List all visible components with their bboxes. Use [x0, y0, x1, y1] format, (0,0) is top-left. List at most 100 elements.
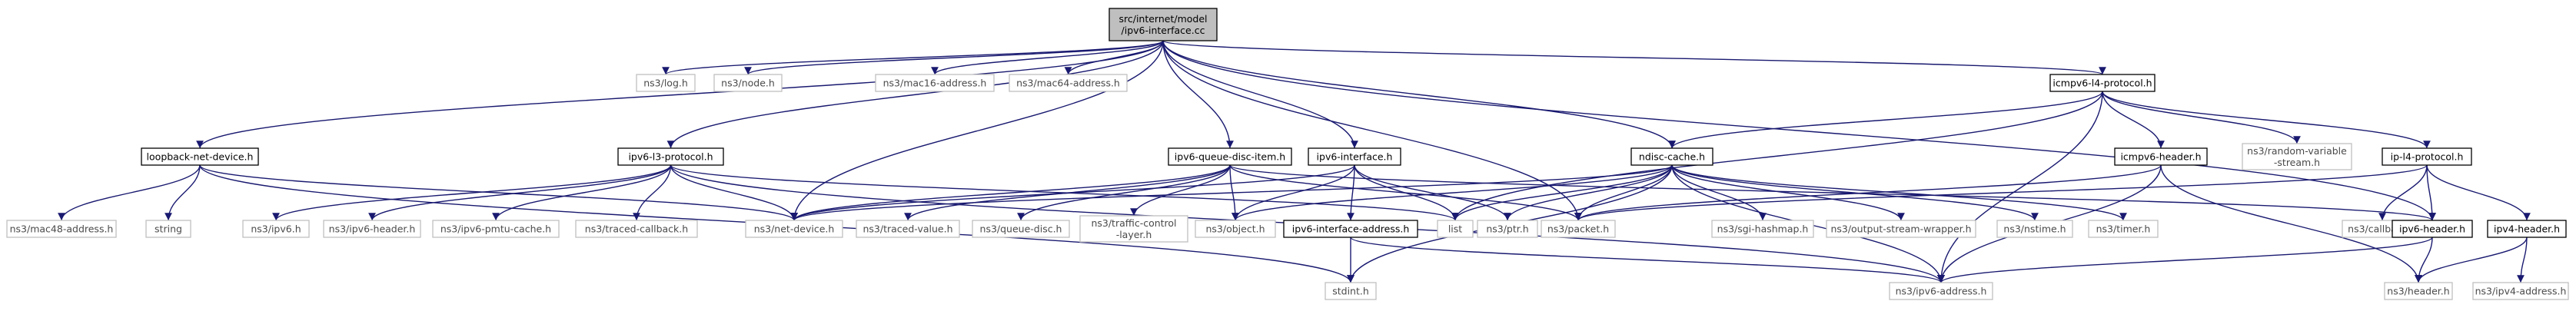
edge-icmpv6l4-to-ipl4 — [2102, 91, 2431, 149]
node-label: ns3/mac16-address.h — [883, 78, 987, 89]
node-box — [1308, 147, 1401, 166]
node-tracedval[interactable]: ns3/traced-value.h — [856, 220, 960, 238]
node-box — [713, 74, 783, 92]
node-label: ns3/traffic-control — [1091, 217, 1176, 229]
node-box — [2384, 282, 2453, 300]
node-ndisc[interactable]: ndisc-cache.h — [1630, 147, 1713, 166]
node-tracedcb[interactable]: ns3/traced-callback.h — [575, 220, 698, 238]
node-box — [2088, 220, 2159, 238]
node-box — [1283, 220, 1418, 238]
node-box — [323, 220, 421, 238]
node-root: src/internet/model/ipv6-interface.cc — [1109, 8, 1218, 41]
edge-ipl4-to-callback — [2378, 164, 2428, 221]
node-box — [1889, 282, 1993, 300]
edge-ipv6l3-to-list — [670, 164, 1459, 221]
node-box — [2114, 147, 2208, 166]
node-box — [617, 147, 724, 166]
node-ipv6header3[interactable]: ns3/ipv6-header.h — [323, 220, 421, 238]
node-box — [1195, 220, 1276, 238]
edge-ipv6header-to-header — [2415, 237, 2433, 283]
edge-root-to-icmpv6l4 — [1162, 40, 2106, 75]
edge-root-to-ndisc — [1162, 40, 1676, 149]
node-netdev[interactable]: ns3/net-device.h — [745, 220, 843, 238]
edge-root-to-ipv6header — [1162, 40, 2436, 221]
node-pmtu[interactable]: ns3/ipv6-pmtu-cache.h — [432, 220, 560, 238]
node-ptr[interactable]: ns3/ptr.h — [1477, 220, 1538, 238]
node-packet[interactable]: ns3/packet.h — [1541, 220, 1616, 238]
node-ipv4header[interactable]: ipv4-header.h — [2487, 220, 2567, 238]
node-mac16[interactable]: ns3/mac16-address.h — [875, 74, 995, 92]
node-timer[interactable]: ns3/timer.h — [2088, 220, 2159, 238]
node-nstime[interactable]: ns3/nstime.h — [1996, 220, 2073, 238]
node-label: ns3/nstime.h — [2003, 223, 2066, 235]
edge-loopback-to-netdev — [199, 164, 798, 221]
node-label: ns3/ipv6-pmtu-cache.h — [440, 223, 551, 235]
node-box — [432, 220, 560, 238]
node-string[interactable]: string — [145, 220, 191, 238]
node-header[interactable]: ns3/header.h — [2384, 282, 2453, 300]
node-oswrap[interactable]: ns3/output-stream-wrapper.h — [1826, 220, 1976, 238]
edge-ipv6if-to-ifaddr — [1347, 164, 1355, 221]
node-log[interactable]: ns3/log.h — [636, 74, 696, 92]
node-object[interactable]: ns3/object.h — [1195, 220, 1276, 238]
node-box — [575, 220, 698, 238]
edge-root-to-mac64 — [1064, 40, 1164, 75]
edge-ifaddr-to-ipv6addr — [1350, 237, 1945, 283]
edge-ipv6if-to-object — [1231, 164, 1355, 221]
node-ipv6h[interactable]: ns3/ipv6.h — [242, 220, 310, 238]
node-queuedisc[interactable]: ipv6-queue-disc-item.h — [1168, 147, 1292, 166]
node-label: ns3/packet.h — [1547, 223, 1609, 235]
edge-icmpv6l4-to-ipv6addr — [1937, 91, 2103, 283]
node-label: ns3/mac48-address.h — [10, 223, 114, 235]
node-label: ns3/output-stream-wrapper.h — [1830, 223, 1971, 235]
node-ipv4addr[interactable]: ns3/ipv4-address.h — [2472, 282, 2569, 300]
node-label: icmpv6-header.h — [2120, 151, 2201, 163]
node-box — [141, 147, 259, 166]
node-box — [1630, 147, 1713, 166]
edge-root-to-loopback — [196, 40, 1164, 149]
edge-ndisc-to-ptr — [1504, 164, 1673, 221]
node-box — [856, 220, 960, 238]
node-label: ns3/ipv6-header.h — [329, 223, 416, 235]
edge-ipl4-to-ipv4header — [2426, 164, 2531, 221]
edge-ipv6l3-to-ipv6h — [272, 164, 672, 221]
node-mac48[interactable]: ns3/mac48-address.h — [6, 220, 117, 238]
node-randvar[interactable]: ns3/random-variable-stream.h — [2242, 143, 2352, 170]
node-ipv6addr[interactable]: ns3/ipv6-address.h — [1889, 282, 1993, 300]
node-ipv6l3[interactable]: ipv6-l3-protocol.h — [617, 147, 724, 166]
edge-ipv4header-to-ipv4addr — [2517, 237, 2528, 283]
edge-icmpv6l4-to-ndisc — [1668, 91, 2103, 149]
node-box — [1325, 282, 1377, 300]
node-label: ns3/header.h — [2387, 286, 2449, 297]
node-loopback[interactable]: loopback-net-device.h — [141, 147, 259, 166]
node-qdisc[interactable]: ns3/queue-disc.h — [972, 220, 1070, 238]
node-label: ipv6-interface.h — [1317, 151, 1393, 163]
node-ipv6header[interactable]: ipv6-header.h — [2392, 220, 2473, 238]
node-label: stdint.h — [1332, 286, 1369, 297]
node-label: ipv6-interface-address.h — [1292, 223, 1410, 235]
node-label: ns3/random-variable — [2247, 145, 2347, 157]
node-ipv6if[interactable]: ipv6-interface.h — [1308, 147, 1401, 166]
node-mac64[interactable]: ns3/mac64-address.h — [1009, 74, 1128, 92]
node-list[interactable]: list — [1437, 220, 1474, 238]
node-node[interactable]: ns3/node.h — [713, 74, 783, 92]
node-box — [1477, 220, 1538, 238]
node-label: src/internet/model — [1118, 13, 1207, 25]
edge-icmpv6l4-to-icmpv6hdr — [2102, 91, 2165, 149]
node-label: -stream.h — [2274, 157, 2320, 168]
node-tclayer[interactable]: ns3/traffic-control-layer.h — [1079, 215, 1188, 243]
node-label: ns3/ipv6.h — [251, 223, 301, 235]
node-ipl4[interactable]: ip-l4-protocol.h — [2382, 147, 2472, 166]
node-box — [242, 220, 310, 238]
node-label: -layer.h — [1116, 229, 1152, 240]
node-label: ns3/ptr.h — [1486, 223, 1528, 235]
node-icmpv6hdr[interactable]: icmpv6-header.h — [2114, 147, 2208, 166]
node-sgi[interactable]: ns3/sgi-hashmap.h — [1711, 220, 1814, 238]
node-box — [1996, 220, 2073, 238]
node-icmpv6l4[interactable]: icmpv6-l4-protocol.h — [2049, 74, 2156, 92]
node-box — [636, 74, 696, 92]
node-box — [1711, 220, 1814, 238]
node-ifaddr[interactable]: ipv6-interface-address.h — [1283, 220, 1418, 238]
node-stdint[interactable]: stdint.h — [1325, 282, 1377, 300]
